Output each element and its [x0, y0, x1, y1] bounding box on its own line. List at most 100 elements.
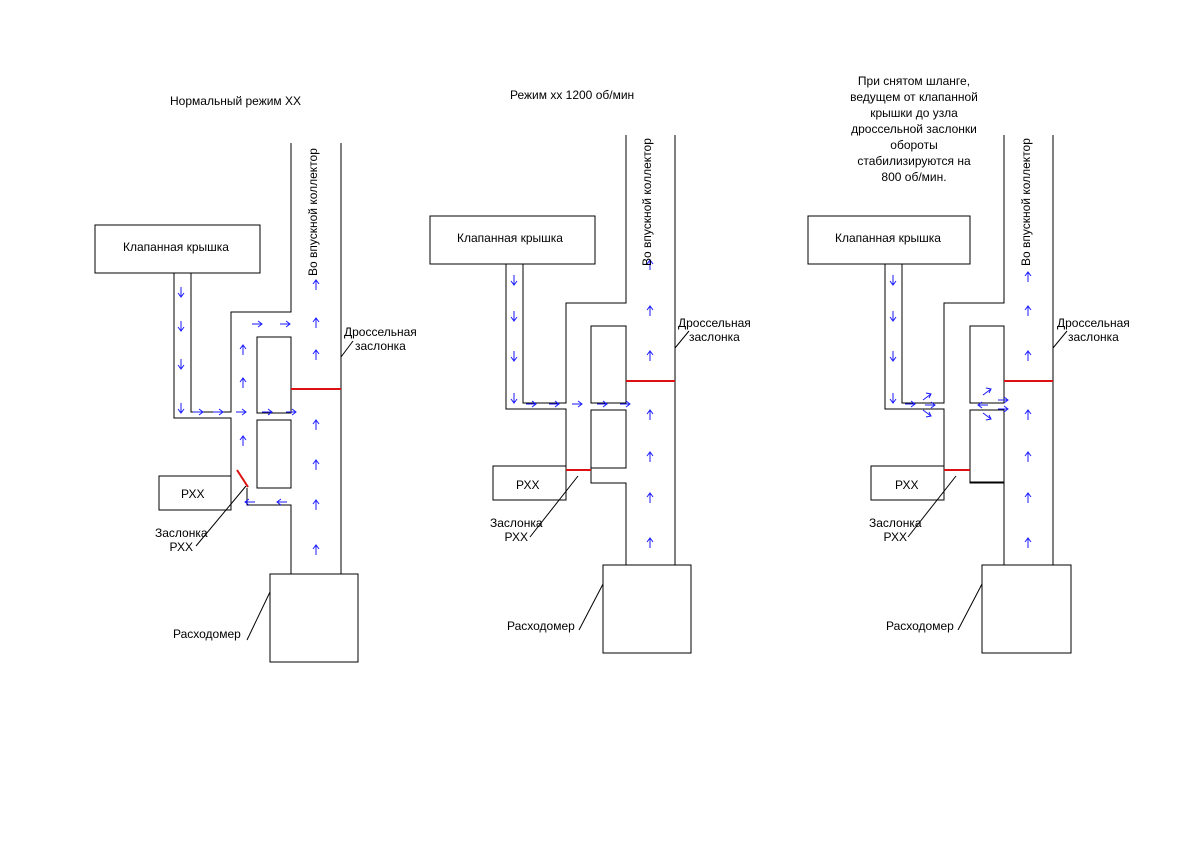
valve-cover-box	[94, 224, 261, 274]
panel-2-intake-label: Во впускной коллектор	[640, 138, 654, 266]
flow-arrow-down-2	[889, 351, 897, 362]
flow-arrow-down-2	[177, 359, 185, 370]
flow-arrow-top-1	[280, 320, 291, 328]
flow-arrow-bypass-2	[239, 435, 247, 446]
flow-arrow-right-3	[262, 408, 273, 416]
bypass-block-lower	[969, 409, 1005, 483]
duct-outline-c	[590, 468, 627, 565]
bypass-block-upper	[256, 336, 292, 414]
idle-damper-leader	[907, 475, 957, 538]
flow-arrow-spread-7	[998, 405, 1009, 413]
flow-arrow-right-0	[193, 408, 204, 416]
flow-arrow-spread-3	[982, 387, 992, 396]
flow-arrow-top-0	[252, 320, 263, 328]
duct-outline-a	[901, 135, 1005, 404]
flow-arrow-up-3	[646, 409, 654, 420]
panel-3-idle-valve-label: РХХ	[895, 478, 919, 492]
idle-valve-box	[158, 475, 232, 511]
flowmeter-leader	[957, 583, 983, 631]
flow-arrow-spread-1	[925, 401, 936, 409]
flow-arrow-right-0	[905, 400, 916, 408]
flowmeter-box	[269, 573, 359, 663]
duct-outline-b	[505, 264, 567, 468]
flow-arrow-up-4	[1024, 451, 1032, 462]
panel-2-flowmeter-label: Расходомер	[507, 619, 575, 633]
panel-normal-idle	[94, 143, 359, 663]
throttle-leader	[1052, 330, 1068, 349]
flow-arrow-spread-5	[982, 412, 992, 421]
flow-arrow-up-4	[312, 459, 320, 470]
bypass-block-upper	[590, 325, 627, 404]
flow-arrow-down-3	[889, 393, 897, 404]
flow-arrow-down-1	[889, 311, 897, 322]
flow-arrow-up-1	[312, 317, 320, 328]
panel-1-idle-valve-label: РХХ	[181, 487, 205, 501]
duct-outline-b	[173, 273, 232, 488]
flow-arrow-up-1	[646, 305, 654, 316]
flow-arrow-up-1	[1024, 305, 1032, 316]
panel-3-throttle-label: Дроссельная заслонка	[1057, 316, 1130, 344]
panel-3-idle-damper-label: Заслонка РХХ	[869, 516, 922, 544]
flow-arrow-up-0	[1024, 271, 1032, 282]
flow-arrow-up-3	[312, 419, 320, 430]
flow-arrow-up-2	[312, 349, 320, 360]
flow-arrow-right-1	[549, 400, 560, 408]
panel-2-title: Режим хх 1200 об/мин	[510, 88, 635, 102]
flowmeter-box	[602, 564, 692, 654]
flow-arrow-up-6	[312, 544, 320, 555]
flow-arrow-up-5	[312, 499, 320, 510]
flow-arrow-down-1	[510, 311, 518, 322]
flowmeter-leader	[578, 583, 604, 631]
flow-arrow-right-2	[572, 400, 583, 408]
flow-arrow-right-0	[526, 400, 537, 408]
panel-idle-1200	[429, 135, 692, 654]
flow-arrow-left-0	[244, 498, 255, 506]
duct-outline-a	[190, 143, 292, 413]
flow-arrow-up-6	[1024, 537, 1032, 548]
panel-3-intake-label: Во впускной коллектор	[1019, 138, 1033, 266]
flow-arrow-spread-6	[998, 396, 1009, 404]
flow-arrow-right-1	[213, 408, 224, 416]
flow-arrow-down-1	[177, 321, 185, 332]
bypass-block-lower	[256, 419, 292, 489]
flow-arrow-up-5	[1024, 492, 1032, 503]
idle-valve-box	[492, 465, 567, 501]
flow-arrow-spread-4	[977, 401, 988, 409]
idle-damper-leader	[195, 485, 247, 547]
throttle-leader	[674, 330, 690, 349]
bypass-block-upper	[969, 325, 1005, 404]
flow-arrow-up-4	[646, 451, 654, 462]
flow-arrow-down-2	[510, 351, 518, 362]
flow-arrow-up-2	[646, 350, 654, 361]
flow-arrow-down-0	[177, 287, 185, 298]
idle-valve-box	[870, 465, 945, 501]
panel-3-title: При снятом шланге, ведущем от клапанной …	[850, 74, 978, 184]
flow-arrow-down-0	[510, 275, 518, 286]
flow-arrow-right-4	[286, 408, 297, 416]
flow-arrow-right-2	[236, 408, 247, 416]
panel-2-idle-valve-label: РХХ	[516, 478, 540, 492]
flow-arrow-spread-2	[922, 409, 932, 418]
flow-arrow-up-5	[646, 492, 654, 503]
flow-arrow-up-6	[646, 537, 654, 548]
flow-arrow-up-0	[646, 259, 654, 270]
flow-arrow-up-3	[1024, 409, 1032, 420]
panel-1-valve-cover-label: Клапанная крышка	[123, 240, 229, 254]
flow-arrow-down-0	[889, 275, 897, 286]
panel-1-flowmeter-label: Расходомер	[173, 627, 241, 641]
panel-3-valve-cover-label: Клапанная крышка	[835, 231, 941, 245]
panel-3-flowmeter-label: Расходомер	[886, 619, 954, 633]
idle-damper-leader	[529, 475, 579, 538]
valve-cover-box	[429, 215, 596, 265]
panel-hose-removed	[807, 135, 1072, 654]
valve-cover-box	[807, 215, 971, 265]
flow-arrow-right-3	[597, 400, 608, 408]
flow-arrow-bypass-0	[239, 344, 247, 355]
duct-outline-c	[969, 468, 1005, 565]
duct-outline-b	[884, 264, 945, 468]
throttle-leader	[340, 340, 354, 358]
flow-arrow-down-3	[177, 403, 185, 414]
flow-arrow-up-2	[1024, 350, 1032, 361]
duct-outline-a	[522, 135, 627, 404]
